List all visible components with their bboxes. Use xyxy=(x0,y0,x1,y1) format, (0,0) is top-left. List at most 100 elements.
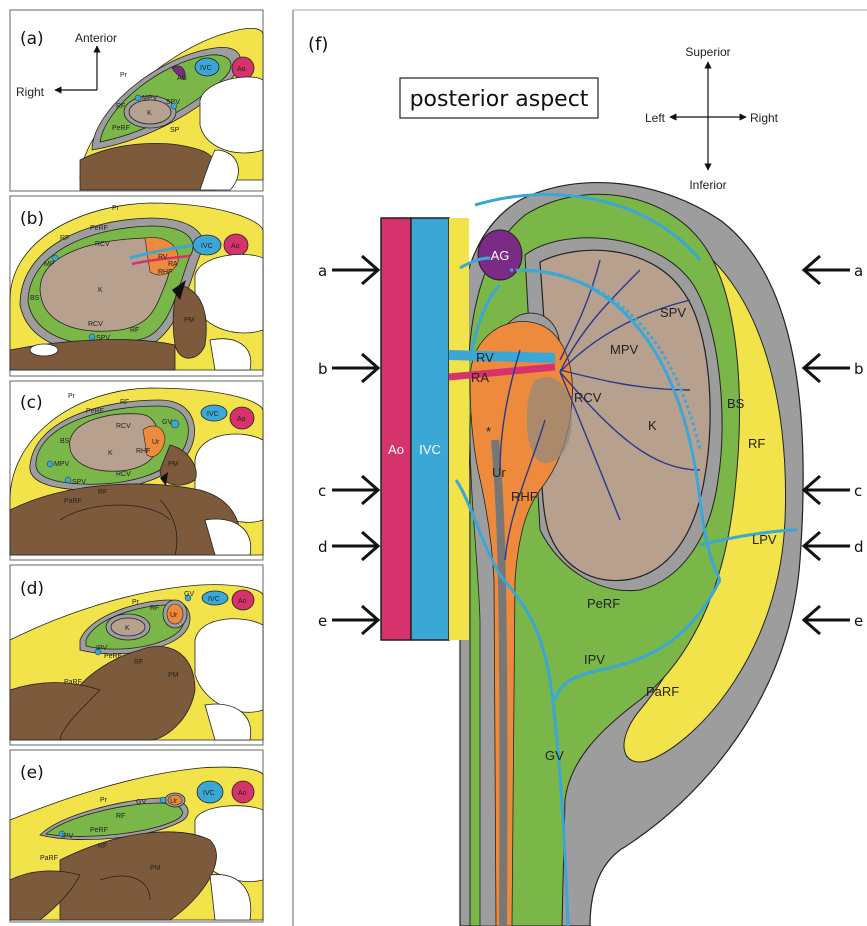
svg-text:b: b xyxy=(854,360,864,378)
svg-text:Pr: Pr xyxy=(132,599,140,606)
svg-text:MPV: MPV xyxy=(142,95,158,102)
panel-e-label: (e) xyxy=(20,763,44,783)
svg-text:Inferior: Inferior xyxy=(689,178,726,192)
svg-text:a: a xyxy=(854,262,863,280)
right-arrow-a xyxy=(804,256,850,284)
svg-text:K: K xyxy=(648,418,657,433)
svg-text:IVC: IVC xyxy=(419,442,441,457)
svg-text:BS: BS xyxy=(30,295,40,302)
svg-text:IPV: IPV xyxy=(584,652,605,667)
svg-text:PaRF: PaRF xyxy=(40,855,58,862)
svg-text:RF: RF xyxy=(150,605,159,612)
svg-text:IVC: IVC xyxy=(208,596,220,603)
svg-text:Anterior: Anterior xyxy=(75,31,117,45)
panel-a: (a) Anterior Right Pr AG IVC Ao xyxy=(16,28,263,190)
svg-text:GV: GV xyxy=(545,748,564,763)
svg-text:PaRF: PaRF xyxy=(64,498,82,505)
svg-text:RF: RF xyxy=(130,327,139,334)
svg-text:c: c xyxy=(854,482,862,500)
svg-text:AG: AG xyxy=(177,75,187,82)
right-arrow-e xyxy=(804,606,850,634)
svg-text:Left: Left xyxy=(645,111,666,125)
svg-text:K: K xyxy=(147,110,152,117)
svg-text:IVC: IVC xyxy=(201,243,213,250)
svg-text:Ur: Ur xyxy=(492,465,506,480)
svg-text:PM: PM xyxy=(168,672,179,679)
svg-text:PaRF: PaRF xyxy=(646,684,679,699)
svg-text:MPV: MPV xyxy=(54,461,70,468)
svg-text:K: K xyxy=(108,450,113,457)
svg-text:SPV: SPV xyxy=(72,479,86,486)
svg-text:SP: SP xyxy=(170,127,180,134)
svg-text:Ao: Ao xyxy=(238,790,247,797)
svg-text:PM: PM xyxy=(168,461,179,468)
svg-text:SPV: SPV xyxy=(96,335,110,342)
svg-text:IVC: IVC xyxy=(200,65,212,72)
svg-text:Pr: Pr xyxy=(112,205,120,212)
svg-text:Right: Right xyxy=(16,85,45,99)
svg-text:BS: BS xyxy=(727,396,745,411)
svg-text:IPV: IPV xyxy=(62,833,74,840)
svg-text:Ao: Ao xyxy=(388,442,404,457)
right-arrow-b xyxy=(804,354,850,382)
panel-a-label: (a) xyxy=(20,29,44,49)
left-arrow-b xyxy=(332,354,378,382)
svg-text:Ur: Ur xyxy=(170,798,178,805)
svg-text:Ao: Ao xyxy=(237,416,246,423)
panel-f: (f) posterior aspect Superior Inferior L… xyxy=(308,34,864,926)
svg-text:RF: RF xyxy=(60,235,69,242)
left-arrow-a xyxy=(332,256,378,284)
left-arrow-c xyxy=(332,476,378,504)
svg-text:RHF: RHF xyxy=(136,448,150,455)
svg-text:RF: RF xyxy=(134,659,143,666)
svg-text:PM: PM xyxy=(150,865,161,872)
svg-text:RHF: RHF xyxy=(158,269,172,276)
svg-text:GV: GV xyxy=(136,799,146,806)
svg-text:RF: RF xyxy=(116,103,125,110)
svg-text:AG: AG xyxy=(491,248,510,263)
svg-text:e: e xyxy=(318,612,327,630)
svg-text:e: e xyxy=(854,612,863,630)
panel-f-title: posterior aspect xyxy=(410,87,589,112)
svg-text:PM: PM xyxy=(184,317,195,324)
panel-f-left-arrows xyxy=(332,256,378,634)
svg-text:Pr: Pr xyxy=(100,797,108,804)
svg-text:a: a xyxy=(318,262,327,280)
svg-text:BS: BS xyxy=(60,438,70,445)
svg-text:RCV: RCV xyxy=(116,471,131,478)
left-arrow-e xyxy=(332,606,378,634)
svg-text:d: d xyxy=(318,538,328,556)
svg-text:Ur: Ur xyxy=(170,612,178,619)
panel-f-right-arrows xyxy=(804,256,850,634)
svg-text:RF: RF xyxy=(98,489,107,496)
svg-text:b: b xyxy=(318,360,328,378)
svg-text:IPV: IPV xyxy=(96,645,108,652)
svg-text:RV: RV xyxy=(476,350,494,365)
svg-text:Ur: Ur xyxy=(152,439,160,446)
panel-f-anatomy xyxy=(381,183,803,926)
svg-text:RCV: RCV xyxy=(574,390,602,405)
svg-text:GV: GV xyxy=(162,419,172,426)
panel-f-label: (f) xyxy=(308,34,328,55)
svg-text:GV: GV xyxy=(184,591,194,598)
panel-b: (b) Pr RF PeRF RCV MP BS xyxy=(10,203,263,370)
svg-text:c: c xyxy=(318,482,326,500)
panel-a-anatomy xyxy=(80,28,263,190)
right-arrow-c xyxy=(804,476,850,504)
svg-text:RHF: RHF xyxy=(511,489,538,504)
panel-e: (e) Pr GV Ur IVC Ao RF IPV PeRF R xyxy=(10,763,263,920)
svg-text:LPV: LPV xyxy=(752,532,777,547)
svg-text:RCV: RCV xyxy=(116,423,131,430)
svg-text:RF: RF xyxy=(120,399,129,406)
panel-c: (c) Pr RF PeRF RCV GV IVC xyxy=(10,388,263,555)
svg-text:MP: MP xyxy=(44,261,55,268)
svg-text:Right: Right xyxy=(750,111,779,125)
panel-e-anatomy xyxy=(10,767,263,920)
svg-text:Pr: Pr xyxy=(68,393,76,400)
svg-text:d: d xyxy=(854,538,864,556)
svg-text:RA: RA xyxy=(168,261,178,268)
panel-b-label: (b) xyxy=(20,209,44,229)
svg-text:PeRF: PeRF xyxy=(90,827,108,834)
svg-text:MPV: MPV xyxy=(610,342,639,357)
